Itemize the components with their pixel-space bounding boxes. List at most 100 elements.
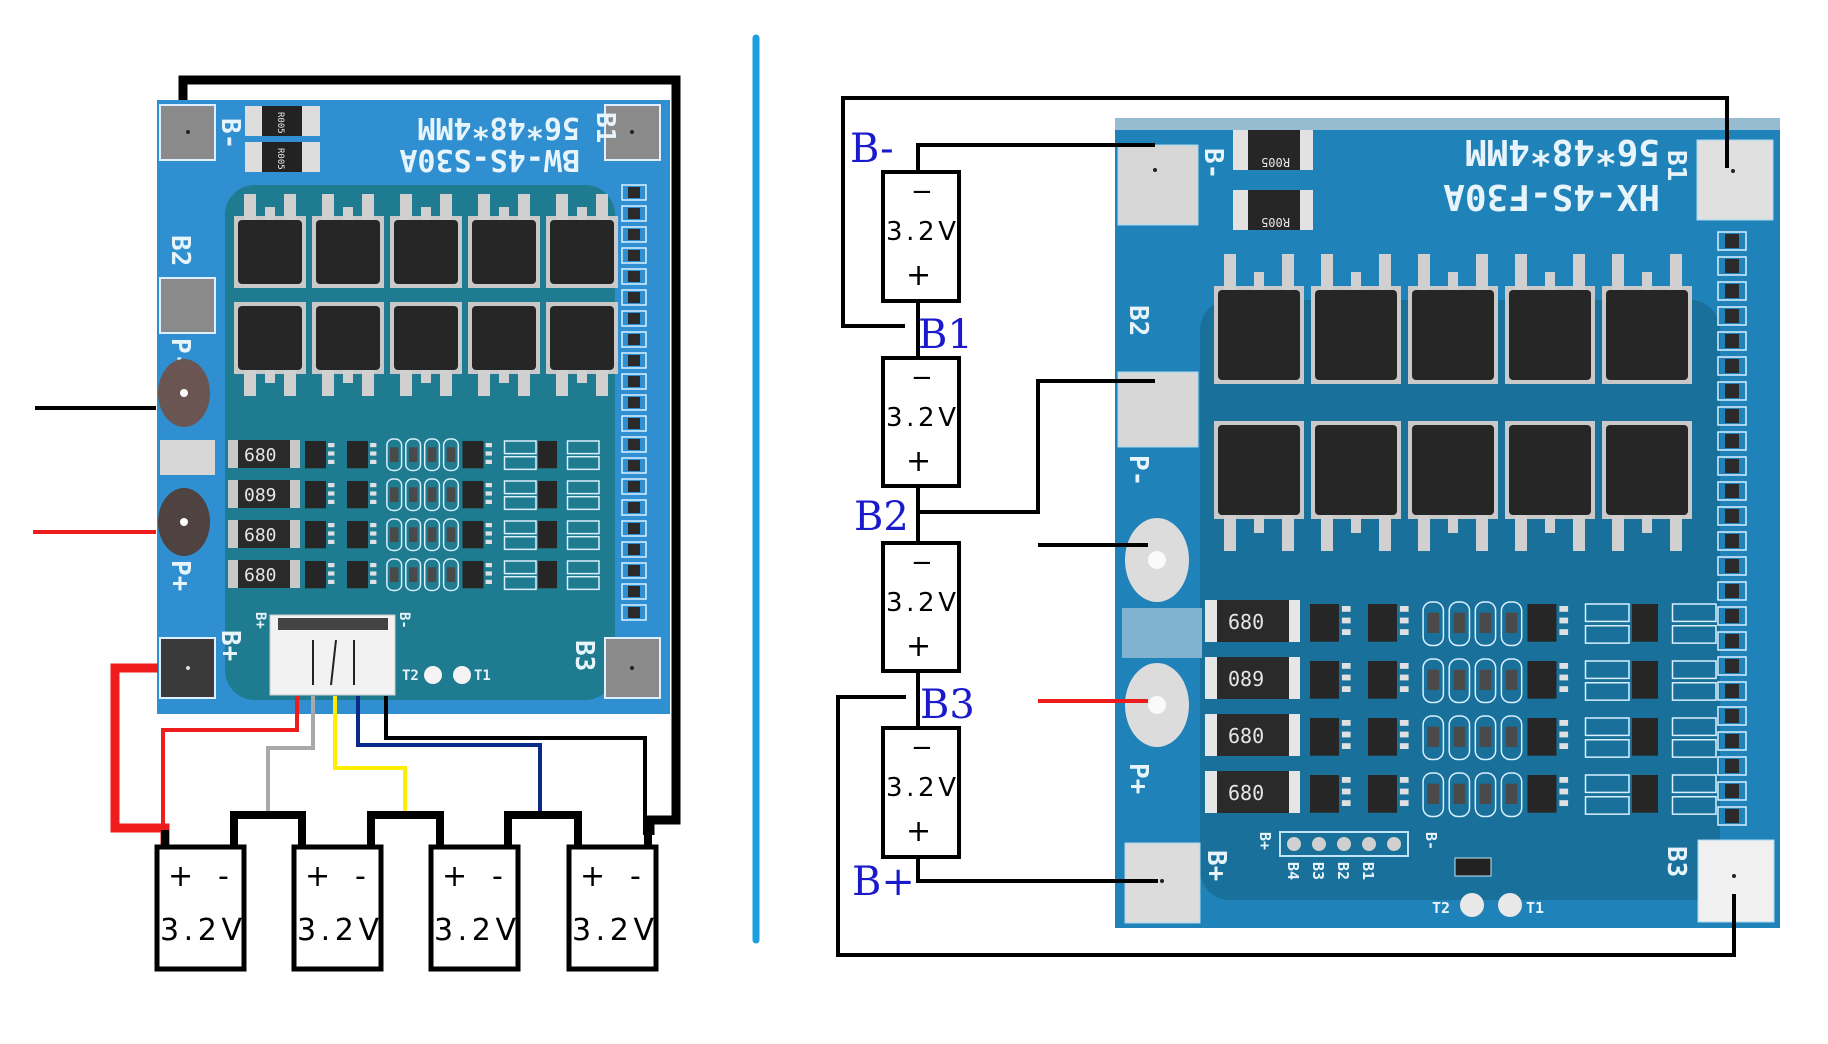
- svg-text:3.2V: 3.2V: [434, 913, 516, 948]
- left-pad-b-minus: [159, 104, 216, 161]
- left-resistor-1: 680: [228, 440, 300, 468]
- smd-component: [1717, 356, 1747, 376]
- svg-text:-: -: [218, 859, 229, 894]
- smd-component: [1717, 331, 1747, 351]
- ic-row: [1310, 658, 1717, 704]
- right-shunt-2: R005: [1233, 190, 1313, 230]
- right-label-b3: B3: [1661, 846, 1691, 877]
- smd-component: [1717, 681, 1747, 701]
- right-label-b-plus: B+: [1201, 850, 1231, 881]
- right-resistor-4: 680: [1205, 771, 1300, 813]
- node-label-b3: B3: [920, 682, 975, 728]
- right-header-label-b3: B3: [1309, 862, 1327, 880]
- smd-component: [1717, 781, 1747, 801]
- right-shunt-1: R005: [1233, 130, 1313, 170]
- svg-text:−: −: [911, 733, 933, 763]
- smd-component: [621, 478, 647, 495]
- smd-component: [1717, 256, 1747, 276]
- right-header-label-b-minus: B-: [1422, 832, 1440, 850]
- right-resistor-3: 680: [1205, 714, 1300, 756]
- left-balance-wire-blue: [356, 696, 542, 815]
- left-balance-wire-red: [161, 696, 299, 845]
- smd-component: [1717, 306, 1747, 326]
- smd-component: [621, 604, 647, 621]
- left-balance-connector[interactable]: [269, 614, 396, 696]
- smd-component: [621, 373, 647, 390]
- right-wire-b3: [836, 695, 1736, 957]
- right-header-label-b1: B1: [1359, 862, 1377, 880]
- smd-component: [621, 184, 647, 201]
- right-balance-header[interactable]: [1279, 831, 1409, 857]
- svg-text:−: −: [911, 548, 933, 578]
- svg-text:3.2V: 3.2V: [572, 913, 654, 948]
- ic-row: [1310, 715, 1717, 761]
- mosfet: [546, 194, 618, 288]
- mosfet: [312, 194, 384, 288]
- svg-text:3.2V: 3.2V: [886, 403, 956, 433]
- left-conn-label-b-minus: B-: [396, 612, 412, 629]
- svg-text:R005: R005: [1261, 215, 1290, 229]
- right-thermal-pad-t1: [1498, 893, 1522, 917]
- left-cell-3: + - 3.2V: [428, 844, 521, 972]
- mosfet: [468, 194, 540, 288]
- node-label-b-minus: B-: [850, 126, 894, 172]
- right-panel: B- B1 B2 P- P+ B+ B3 56*48*4MM HX-4S-F30…: [836, 96, 1780, 957]
- svg-text:-: -: [355, 859, 366, 894]
- svg-text:680: 680: [1228, 781, 1264, 805]
- left-label-t1: T1: [474, 668, 491, 684]
- svg-text:680: 680: [1228, 610, 1264, 634]
- right-resistor-2: 089: [1205, 657, 1300, 699]
- svg-text:+: +: [906, 814, 931, 849]
- smd-component: [621, 205, 647, 222]
- svg-text:+: +: [442, 859, 467, 894]
- left-shunt-2: R005: [245, 142, 320, 172]
- right-board-size: 56*48*4MM: [1465, 131, 1660, 172]
- right-label-p-plus: P+: [1123, 763, 1153, 794]
- mosfet: [1602, 421, 1692, 551]
- ic-row: [305, 558, 600, 592]
- left-series-link-2: [367, 811, 444, 847]
- smd-component: [1717, 631, 1747, 651]
- left-label-t2: T2: [402, 668, 419, 684]
- svg-text:089: 089: [244, 485, 277, 506]
- right-smd-column: [1717, 231, 1747, 826]
- mosfet: [1214, 254, 1304, 384]
- mosfet: [546, 302, 618, 396]
- smd-component: [1717, 531, 1747, 551]
- left-balance-wire-yellow: [333, 696, 407, 815]
- left-series-link-3: [504, 811, 582, 847]
- right-wire-b2: [918, 379, 1155, 514]
- left-pad-b1: [604, 104, 661, 161]
- smd-component: [621, 541, 647, 558]
- right-label-b-minus: B-: [1198, 148, 1228, 179]
- svg-text:3.2V: 3.2V: [160, 913, 242, 948]
- svg-text:680: 680: [1228, 724, 1264, 748]
- node-label-b1: B1: [918, 312, 973, 358]
- right-header-label-b4: B4: [1284, 862, 1302, 880]
- smd-component: [621, 520, 647, 537]
- smd-component: [1717, 606, 1747, 626]
- smd-component: [621, 226, 647, 243]
- left-mosfet-array: [234, 194, 618, 396]
- right-cell-2: − 3.2V +: [881, 356, 961, 488]
- svg-text:R005: R005: [275, 112, 285, 134]
- left-resistor-2: 089: [228, 480, 300, 508]
- right-pad-b2: [1117, 371, 1199, 448]
- right-bridge-pad: [1122, 608, 1202, 658]
- left-series-link-1: [230, 811, 306, 847]
- left-bridge-pad: [160, 440, 215, 475]
- smd-component: [1717, 656, 1747, 676]
- smd-component: [1717, 506, 1747, 526]
- svg-text:+: +: [906, 629, 931, 664]
- svg-text:3.2V: 3.2V: [297, 913, 379, 948]
- left-pad-b3: [604, 637, 661, 699]
- mosfet: [234, 302, 306, 396]
- left-board-size: 56*48*4MM: [417, 110, 580, 145]
- right-cell-1: − 3.2V +: [881, 170, 961, 303]
- smd-component: [1717, 706, 1747, 726]
- left-label-b3: B3: [569, 640, 599, 671]
- smd-component: [1717, 756, 1747, 776]
- mosfet: [1408, 254, 1498, 384]
- smd-component: [1717, 481, 1747, 501]
